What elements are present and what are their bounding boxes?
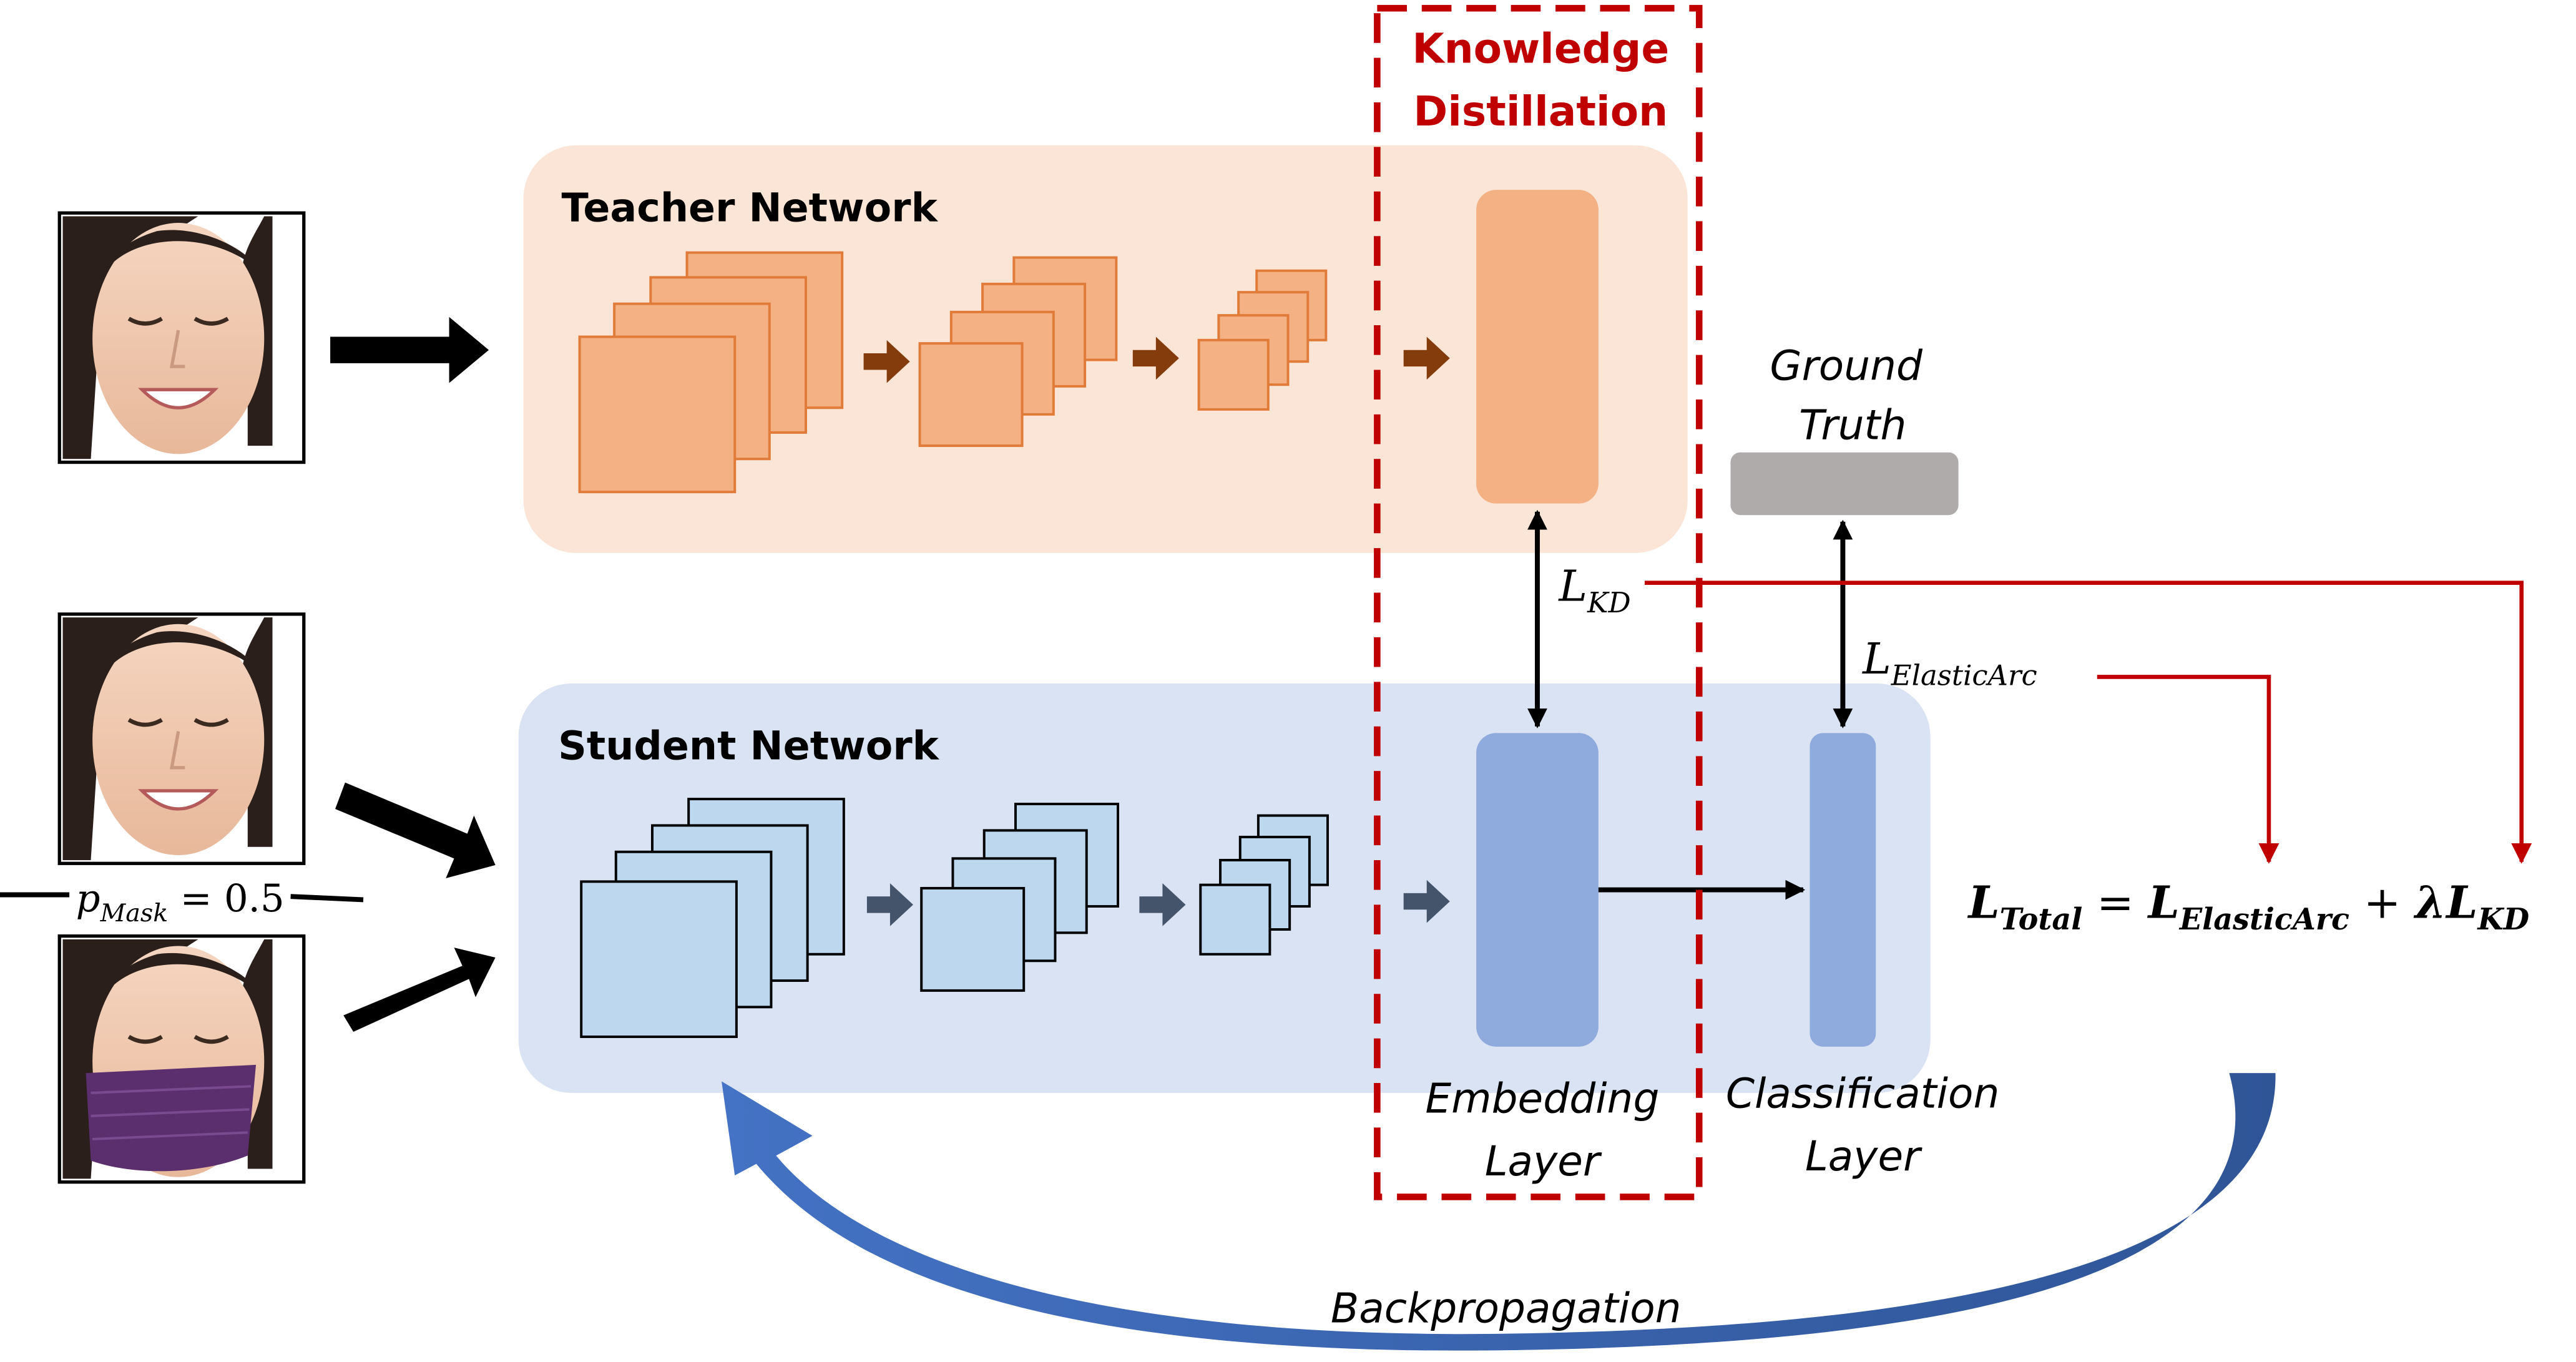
student-arrow-icon-3 [1403, 879, 1450, 923]
classification-layer-label-line1: Classification [1726, 1070, 2000, 1118]
kd-loss-to-total-line [1644, 581, 2532, 864]
elasticarc-loss-label: LElasticArc [1861, 634, 2037, 692]
teacher-arrow-icons [863, 336, 1450, 383]
student-input-arrow-icon-upper [335, 782, 496, 879]
student-feature-stack-1 [580, 798, 845, 1038]
student-network-title: Student Network [558, 723, 939, 769]
student-arrow-icon-2 [1139, 883, 1186, 926]
teacher-arrow-icon-3 [1403, 336, 1450, 380]
student-embedding-layer [1476, 733, 1599, 1047]
ground-truth-label-line2: Truth [1799, 401, 1906, 449]
teacher-arrow-icon-1 [863, 340, 910, 383]
teacher-embedding-layer [1476, 190, 1599, 504]
student-arrow-icons [866, 879, 1450, 926]
total-loss-equation: LTotal = LElasticArc + λLKD [1967, 876, 2529, 938]
teacher-arrow-icon-2 [1132, 336, 1179, 380]
student-feature-stack-3 [1199, 814, 1329, 956]
face-photo-unmasked-teacher [57, 211, 306, 464]
mask-probability-line-right [290, 894, 364, 903]
knowledge-distillation-label-line2: Distillation [1413, 87, 1668, 135]
knowledge-distillation-label-line1: Knowledge [1412, 25, 1669, 73]
teacher-input-arrow-icon [330, 316, 489, 383]
student-feature-stack-2 [920, 803, 1119, 992]
face-photo-unmasked-student [57, 612, 306, 865]
elasticarc-loss-to-total-line [2097, 675, 2280, 864]
embedding-layer-label-line2: Layer [1485, 1137, 1602, 1185]
teacher-feature-stack-2 [918, 256, 1118, 448]
teacher-network-title: Teacher Network [561, 184, 938, 230]
teacher-feature-stack-1 [578, 251, 844, 494]
kd-loss-label: LKD [1557, 562, 1630, 620]
embedding-layer-label-line1: Embedding [1425, 1075, 1659, 1123]
backpropagation-label: Backpropagation [1331, 1285, 1682, 1333]
classification-layer-label-line2: Layer [1805, 1132, 1922, 1180]
ground-truth-label-line1: Ground [1770, 341, 1923, 389]
mask-probability-label: pMask = 0.5 [76, 877, 285, 928]
student-arrow-icon-1 [866, 883, 913, 926]
student-classification-layer [1810, 733, 1876, 1047]
face-photo-masked-student [57, 934, 306, 1184]
student-input-arrow-icon-lower [343, 948, 496, 1032]
face-mask-icon [86, 1064, 257, 1172]
teacher-feature-stack-3 [1197, 269, 1328, 411]
knowledge-distillation-box [1374, 4, 1703, 1200]
ground-truth-box [1730, 452, 1959, 516]
